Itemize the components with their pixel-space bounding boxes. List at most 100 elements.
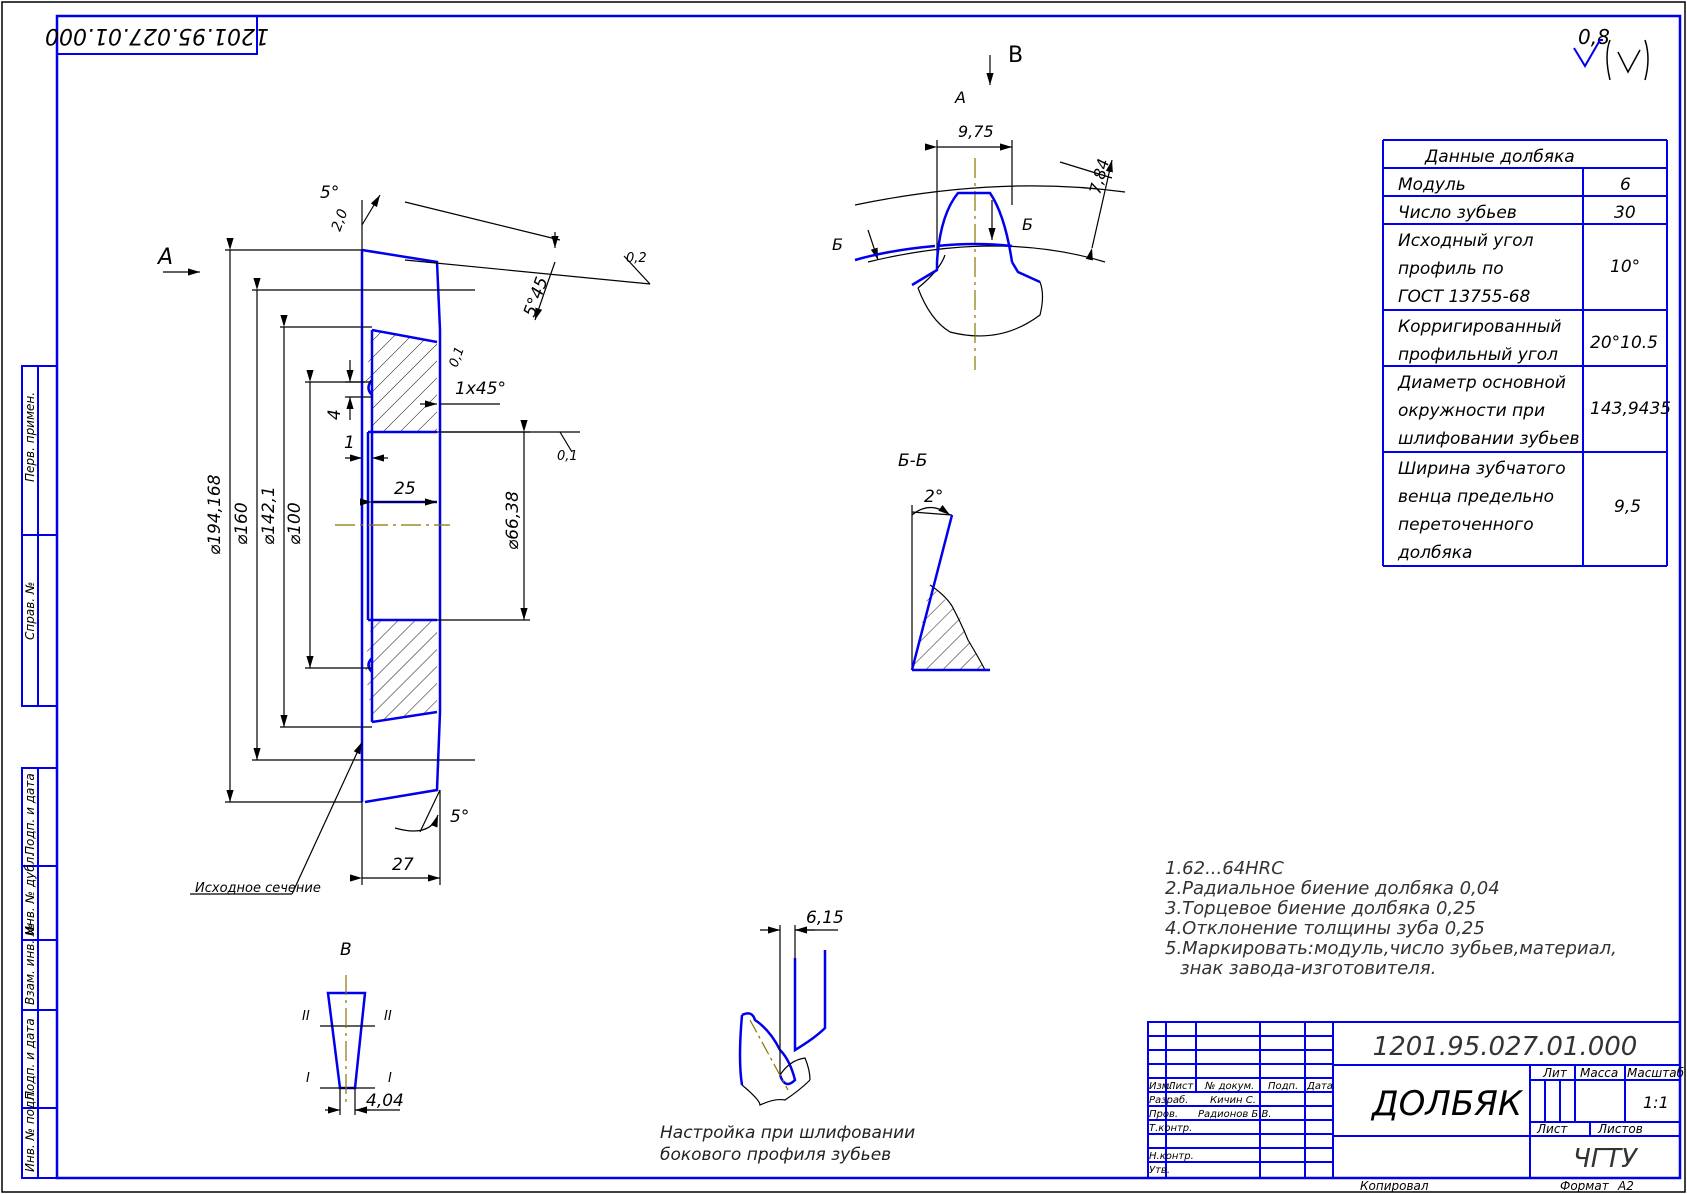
dim-d100: ⌀100 bbox=[285, 502, 305, 545]
roman1-left: I bbox=[306, 1071, 310, 1086]
view-v-label: В bbox=[340, 940, 352, 960]
tb-sheets: Листов bbox=[1597, 1122, 1643, 1136]
roman2-right: II bbox=[384, 1009, 392, 1024]
view-a-tooth: B A 9,75 7,84 Б Б bbox=[832, 43, 1126, 370]
table-value-teeth: 30 bbox=[1614, 203, 1636, 223]
tb-sheet: Лист bbox=[1536, 1122, 1568, 1136]
note-6: знак завода-изготовителя. bbox=[1180, 958, 1436, 979]
tb-lit: Лит bbox=[1542, 1066, 1568, 1080]
note-3: 3.Торцевое биение долбяка 0,25 bbox=[1165, 898, 1476, 919]
view-b-arrow-label: B bbox=[1008, 43, 1023, 68]
tb-col-date: Дата bbox=[1306, 1081, 1333, 1092]
dim-w4: 4 bbox=[325, 409, 345, 420]
dim-t20: 2,0 bbox=[329, 207, 352, 233]
dim-r02: 0,2 bbox=[626, 251, 647, 266]
dim-w25: 25 bbox=[394, 479, 416, 499]
data-table: Данные долбяка Модуль 6 Число зубьев 30 … bbox=[1382, 139, 1671, 567]
table-label-width-4: долбяка bbox=[1397, 543, 1472, 563]
side-label-podp1: Подп. и дата bbox=[23, 773, 37, 855]
tb-col-doc: № докум. bbox=[1204, 1081, 1254, 1092]
table-label-angle-2: профиль по bbox=[1398, 259, 1504, 279]
dim-v975: 9,75 bbox=[958, 122, 994, 141]
section-mark-left: Б bbox=[832, 235, 843, 254]
table-label-diam-1: Диаметр основной bbox=[1397, 373, 1566, 393]
note-5: 5.Маркировать:модуль,число зубьев,матери… bbox=[1165, 938, 1617, 959]
view-v-tooth: В II II I I 4,04 bbox=[302, 940, 404, 1115]
side-label-sprav: Справ. № bbox=[23, 582, 37, 640]
roughness-symbol: 0,8 bbox=[1573, 25, 1649, 81]
dim-d66: ⌀66,38 bbox=[503, 491, 523, 550]
dim-d142: ⌀142,1 bbox=[259, 486, 279, 545]
dim-ang545: 5°45 bbox=[520, 274, 553, 319]
note-1: 1.62...64HRC bbox=[1165, 858, 1284, 879]
hatch-upper bbox=[365, 330, 437, 432]
tb-org: ЧГТУ bbox=[1573, 1144, 1639, 1174]
tb-format: Формат bbox=[1560, 1179, 1610, 1193]
table-label-teeth: Число зубьев bbox=[1398, 203, 1517, 223]
table-label-angle-3: ГОСТ 13755-68 bbox=[1398, 287, 1531, 307]
roughness-value: 0,8 bbox=[1578, 25, 1610, 49]
side-strip bbox=[21, 365, 58, 1179]
table-value-width: 9,5 bbox=[1614, 497, 1641, 517]
side-label-inv-podl: Инв. № подл. bbox=[23, 1089, 37, 1172]
table-label-corr-1: Корригированный bbox=[1398, 317, 1561, 337]
hatch-lower bbox=[365, 620, 437, 722]
tb-col-podp: Подп. bbox=[1268, 1081, 1298, 1092]
tb-checker: Радионов Б.В. bbox=[1198, 1109, 1272, 1120]
section-mark-right: Б bbox=[1022, 215, 1033, 234]
table-label-diam-2: окружности при bbox=[1398, 401, 1545, 421]
side-label-perv: Перв. примен. bbox=[23, 392, 37, 482]
dim-v404: 4,04 bbox=[366, 1091, 404, 1111]
table-value-diam: 143,9435 bbox=[1590, 399, 1671, 419]
tb-row-utv: Утв. bbox=[1149, 1165, 1170, 1176]
tb-row-razrab: Разраб. bbox=[1149, 1094, 1188, 1106]
dim-w27: 27 bbox=[392, 855, 414, 875]
tb-col-izm: Изм. bbox=[1149, 1081, 1173, 1092]
table-title: Данные долбяка bbox=[1424, 147, 1575, 167]
source-section-label: Исходное сечение bbox=[195, 881, 321, 896]
section-bb-label: Б-Б bbox=[898, 451, 927, 471]
dim-d160: ⌀160 bbox=[232, 502, 252, 545]
dim-chamfer: 1x45° bbox=[455, 379, 506, 399]
table-label-angle-1: Исходный угол bbox=[1398, 231, 1534, 251]
tb-developer: Кичин С. bbox=[1210, 1095, 1256, 1106]
table-label-diam-3: шлифовании зубьев bbox=[1398, 429, 1580, 449]
table-label-corr-2: профильный угол bbox=[1398, 345, 1558, 365]
side-strip-labels: Перв. примен. Справ. № Подп. и дата Инв.… bbox=[23, 392, 37, 1172]
tb-row-nkontr: Н.контр. bbox=[1149, 1151, 1194, 1162]
rotated-code-box: 1201.95.027.01.000 bbox=[45, 15, 269, 55]
table-value-module: 6 bbox=[1620, 175, 1631, 195]
view-a-side-label: A bbox=[954, 88, 966, 107]
dim-ang5-bot: 5° bbox=[450, 807, 469, 827]
dim-r01-a: 0,1 bbox=[447, 345, 468, 370]
tb-copied: Копировал bbox=[1360, 1179, 1429, 1193]
setup-caption-1: Настройка при шлифовании bbox=[660, 1123, 915, 1143]
note-2: 2.Радиальное биение долбяка 0,04 bbox=[1165, 878, 1500, 899]
table-label-width-2: венца предельно bbox=[1398, 487, 1554, 507]
tb-name: ДОЛБЯК bbox=[1370, 1084, 1524, 1124]
table-label-width-3: переточенного bbox=[1398, 515, 1534, 535]
roman1-right: I bbox=[388, 1071, 392, 1086]
note-4: 4.Отклонение толщины зуба 0,25 bbox=[1165, 918, 1485, 939]
side-label-podp2: Подп. и дата bbox=[23, 1018, 37, 1100]
table-value-corr: 20°10.5 bbox=[1590, 333, 1658, 353]
tb-row-prov: Пров. bbox=[1149, 1109, 1178, 1120]
section-bb: Б-Б 2° bbox=[898, 451, 990, 672]
dim-w1: 1 bbox=[344, 433, 355, 453]
dim-ang2: 2° bbox=[924, 487, 943, 507]
tb-col-list: Лист bbox=[1167, 1081, 1195, 1092]
side-label-vzam: Взам. инв. № bbox=[23, 924, 37, 1005]
dim-d194: ⌀194,168 bbox=[205, 474, 225, 555]
view-a-arrow-label: A bbox=[156, 245, 173, 270]
tb-mass: Масса bbox=[1580, 1066, 1618, 1080]
tb-format-val: A2 bbox=[1617, 1179, 1634, 1193]
dim-r01-b: 0,1 bbox=[557, 449, 578, 464]
technical-notes: 1.62...64HRC 2.Радиальное биение долбяка… bbox=[1165, 858, 1617, 979]
tb-scale: Масштаб bbox=[1627, 1066, 1685, 1080]
dim-v615: 6,15 bbox=[806, 908, 844, 928]
setup-view: 6,15 Настройка при шлифовании бокового п… bbox=[660, 908, 915, 1165]
setup-caption-2: бокового профиля зубьев bbox=[660, 1145, 891, 1165]
tb-row-tkontr: Т.контр. bbox=[1149, 1123, 1192, 1134]
